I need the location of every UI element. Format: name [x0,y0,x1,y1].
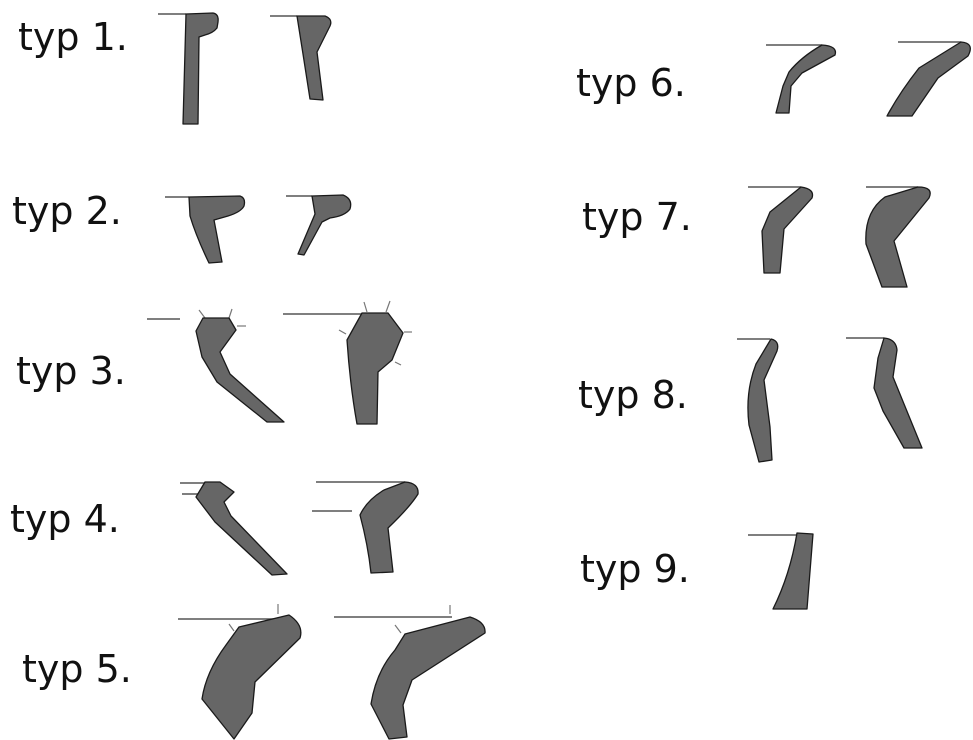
label-typ-4: typ 4. [10,497,120,541]
label-typ-8: typ 8. [578,373,688,417]
label-typ-5: typ 5. [22,647,132,691]
profile-typ-1a [158,12,219,125]
label-typ-2: typ 2. [12,189,122,233]
profile-typ-6a [766,44,837,114]
profile-typ-8b [846,337,923,449]
profile-typ-8a [737,338,779,463]
label-typ-1: typ 1. [18,15,128,59]
label-typ-9: typ 9. [580,547,690,591]
profile-typ-7b [865,186,931,288]
profile-typ-2a [165,195,246,264]
profile-typ-7a [748,186,814,274]
label-typ-7: typ 7. [582,195,692,239]
profile-typ-1b [270,15,332,101]
profile-typ-4b [312,481,419,574]
profile-typ-5a [178,604,302,740]
label-typ-3: typ 3. [16,349,126,393]
profile-typ-4a [180,481,288,576]
profile-typ-2b [286,194,352,256]
label-typ-6: typ 6. [576,61,686,105]
profile-typ-3a [147,308,285,423]
profile-typ-9 [748,532,814,610]
profile-typ-6b [886,41,971,117]
profile-typ-5b [334,605,486,740]
profile-typ-3b [283,300,412,425]
